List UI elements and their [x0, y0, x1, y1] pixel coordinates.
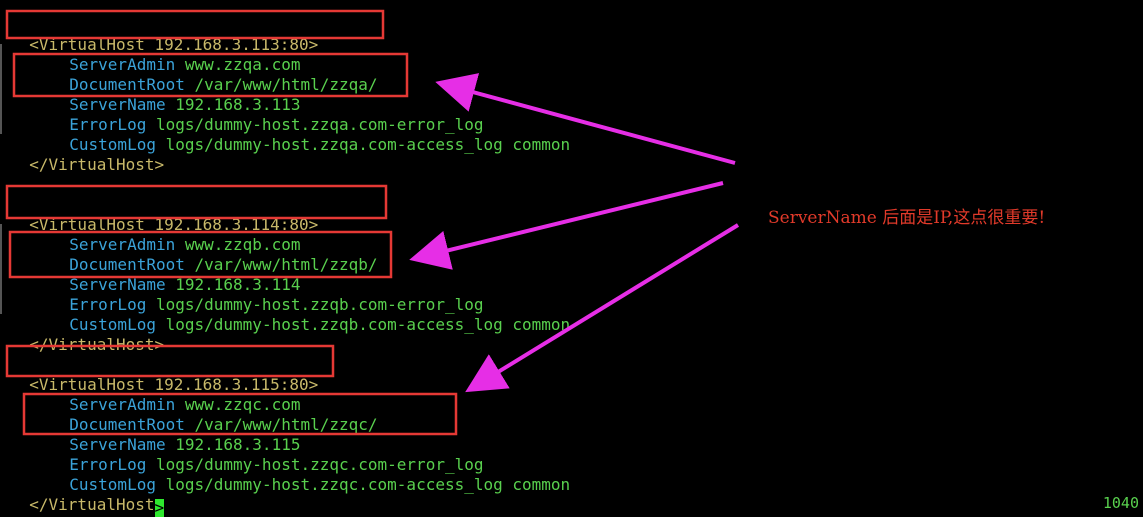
directive-key: CustomLog: [69, 135, 156, 154]
arrow-icon: [435, 73, 736, 165]
server-name-line[interactable]: ServerName 192.168.3.113: [50, 75, 300, 114]
directive-key: ErrorLog: [69, 295, 147, 314]
directive-value: logs/dummy-host.zzqc.com-access_log comm…: [165, 475, 571, 494]
status-count: 1040: [1102, 494, 1139, 512]
vhost-open-line[interactable]: <VirtualHost 192.168.3.113:80>: [10, 15, 318, 54]
vhost-address: 192.168.3.113:80: [154, 35, 309, 54]
vhost-open-line[interactable]: <VirtualHost 192.168.3.115:80>: [10, 355, 318, 394]
vhost-close-line[interactable]: </VirtualHost>: [10, 315, 164, 354]
highlight-box: [22, 392, 458, 436]
custom-log-line[interactable]: CustomLog logs/dummy-host.zzqb.com-acces…: [50, 295, 570, 334]
error-log-line[interactable]: ErrorLog logs/dummy-host.zzqa.com-error_…: [50, 95, 483, 134]
vhost-open-tag: <VirtualHost: [29, 35, 145, 54]
custom-log-line[interactable]: CustomLog logs/dummy-host.zzqc.com-acces…: [50, 455, 570, 494]
scroll-marker: [0, 44, 2, 134]
directive-value: /var/www/html/zzqc/: [194, 415, 378, 434]
directive-value: logs/dummy-host.zzqa.com-error_log: [155, 115, 484, 134]
highlight-box: [5, 344, 335, 378]
highlight-box: [5, 9, 385, 40]
vhost-address: 192.168.3.115:80: [154, 375, 309, 394]
vhost-open-tag: <VirtualHost: [29, 375, 145, 394]
directive-value: /var/www/html/zzqb/: [194, 255, 378, 274]
directive-value: www.zzqc.com: [184, 395, 301, 414]
directive-value: logs/dummy-host.zzqb.com-access_log comm…: [165, 315, 571, 334]
vhost-close-line[interactable]: </VirtualHost>: [10, 475, 164, 517]
directive-value: 192.168.3.113: [175, 95, 301, 114]
vhost-close-tag: </VirtualHost>: [29, 335, 165, 354]
directive-key: DocumentRoot: [69, 255, 185, 274]
directive-value: /var/www/html/zzqa/: [194, 75, 378, 94]
arrow-icon: [409, 181, 724, 270]
custom-log-line[interactable]: CustomLog logs/dummy-host.zzqa.com-acces…: [50, 115, 570, 154]
directive-value: logs/dummy-host.zzqa.com-access_log comm…: [165, 135, 571, 154]
annotation-text: ServerName 后面是IP,这点很重要!: [768, 208, 1046, 228]
directive-value: www.zzqa.com: [184, 55, 301, 74]
server-name-line[interactable]: ServerName 192.168.3.115: [50, 415, 300, 454]
directive-value: logs/dummy-host.zzqc.com-error_log: [155, 455, 484, 474]
vhost-close-tag: </VirtualHost>: [29, 155, 165, 174]
document-root-line[interactable]: DocumentRoot /var/www/html/zzqb/: [50, 235, 377, 274]
directive-key: ErrorLog: [69, 455, 147, 474]
vhost-open-line[interactable]: <VirtualHost 192.168.3.114:80>: [10, 195, 318, 234]
error-log-line[interactable]: ErrorLog logs/dummy-host.zzqc.com-error_…: [50, 435, 483, 474]
error-log-line[interactable]: ErrorLog logs/dummy-host.zzqb.com-error_…: [50, 275, 483, 314]
document-root-line[interactable]: DocumentRoot /var/www/html/zzqc/: [50, 395, 377, 434]
directive-key: ErrorLog: [69, 115, 147, 134]
arrow-icon: [465, 223, 740, 393]
directive-key: ServerName: [69, 275, 166, 294]
server-admin-line[interactable]: ServerAdmin www.zzqb.com: [50, 215, 300, 254]
directive-value: www.zzqb.com: [184, 235, 301, 254]
directive-key: CustomLog: [69, 315, 156, 334]
directive-value: 192.168.3.114: [175, 275, 301, 294]
directive-key: ServerAdmin: [69, 395, 176, 414]
scroll-marker: [0, 224, 2, 314]
vhost-open-end: >: [308, 375, 319, 394]
vhost-open-end: >: [308, 35, 319, 54]
document-root-line[interactable]: DocumentRoot /var/www/html/zzqa/: [50, 55, 377, 94]
directive-key: DocumentRoot: [69, 415, 185, 434]
highlight-box: [5, 184, 388, 220]
directive-key: ServerName: [69, 435, 166, 454]
vhost-open-tag: <VirtualHost: [29, 215, 145, 234]
directive-value: 192.168.3.115: [175, 435, 301, 454]
directive-key: DocumentRoot: [69, 75, 185, 94]
directive-key: ServerName: [69, 95, 166, 114]
server-admin-line[interactable]: ServerAdmin www.zzqc.com: [50, 375, 300, 414]
server-name-line[interactable]: ServerName 192.168.3.114: [50, 255, 300, 294]
server-admin-line[interactable]: ServerAdmin www.zzqa.com: [50, 35, 300, 74]
vhost-close-line[interactable]: </VirtualHost>: [10, 135, 164, 174]
vhost-close-tag: </VirtualHost: [29, 495, 155, 514]
vhost-address: 192.168.3.114:80: [154, 215, 309, 234]
directive-key: CustomLog: [69, 475, 156, 494]
directive-key: ServerAdmin: [69, 55, 176, 74]
highlight-box: [8, 230, 393, 279]
text-cursor[interactable]: >: [154, 498, 165, 517]
directive-value: logs/dummy-host.zzqb.com-error_log: [155, 295, 484, 314]
directive-key: ServerAdmin: [69, 235, 176, 254]
highlight-box: [12, 52, 409, 98]
vhost-open-end: >: [308, 215, 319, 234]
